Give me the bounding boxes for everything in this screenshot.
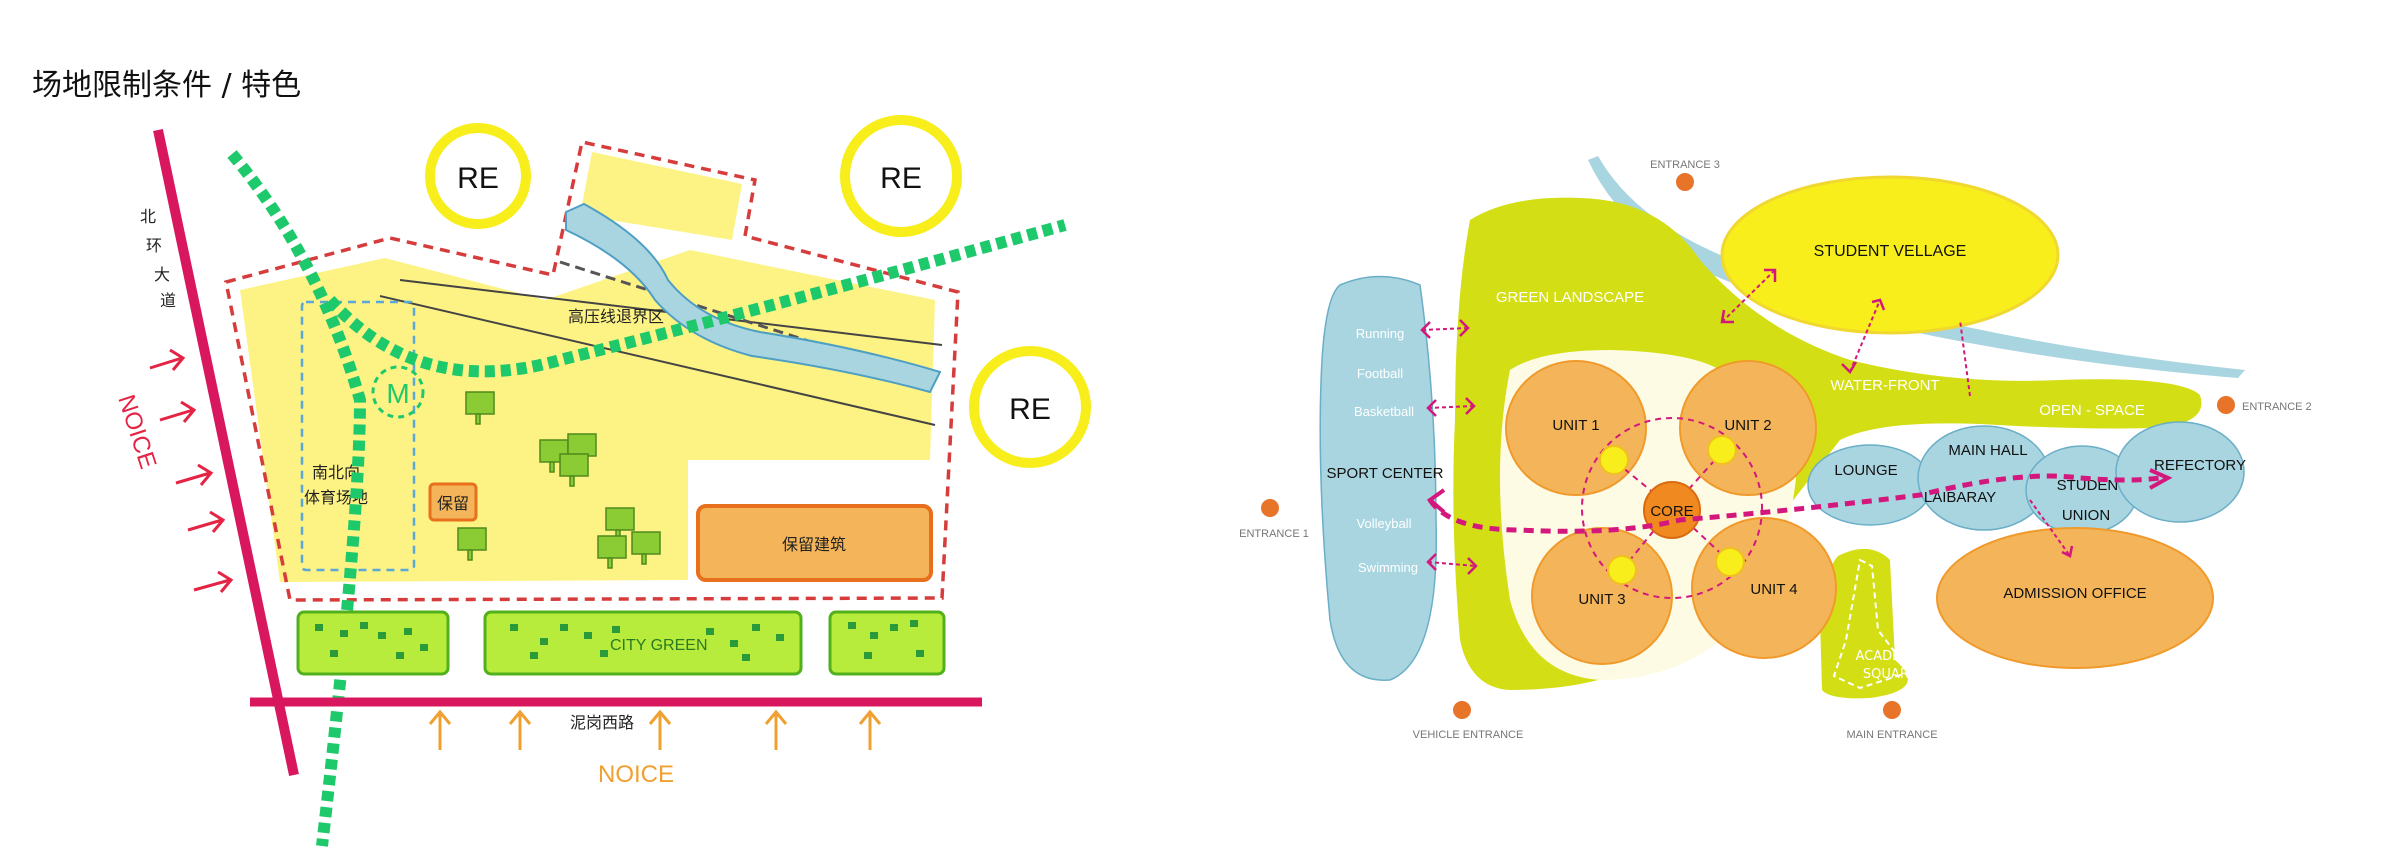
- svg-text:RE: RE: [880, 162, 922, 195]
- functional-zoning-diagram: ACADEMIC SQUARE Running Football Basketb…: [1239, 156, 2312, 741]
- academic-square-pocket: [1820, 548, 1908, 699]
- sport-center-label: SPORT CENTER: [1327, 465, 1444, 482]
- lounge-label: LOUNGE: [1834, 462, 1897, 479]
- unit-1: UNIT 1: [1505, 360, 1647, 496]
- city-green-label: CITY GREEN: [610, 637, 708, 654]
- link-arrows: [1421, 269, 2071, 567]
- svg-text:CORE: CORE: [1650, 503, 1693, 520]
- svg-text:RE: RE: [457, 162, 499, 195]
- greenway-arc: [325, 219, 1067, 378]
- preserved-building: [696, 504, 933, 582]
- road-west-char-3: 大: [154, 265, 170, 284]
- sport-football: Football: [1357, 366, 1403, 381]
- page-title: 场地限制条件 / 特色: [32, 68, 302, 103]
- sport-volleyball: Volleyball: [1357, 516, 1412, 531]
- re-circle-1: RE: [425, 123, 531, 229]
- sport-center-zone: [1319, 275, 1438, 681]
- refectory-label: REFECTORY: [2154, 457, 2246, 474]
- site-trees: [457, 391, 661, 569]
- road-west: [153, 128, 299, 777]
- entrance-3-label: ENTRANCE 3: [1650, 159, 1720, 171]
- svg-text:UNIT 3: UNIT 3: [1578, 591, 1625, 608]
- spine-arrow-left: [1426, 488, 1446, 514]
- library-label: LAIBARAY: [1924, 489, 1996, 506]
- entrance-dots: [1261, 173, 2235, 719]
- city-green-trees: [315, 620, 924, 661]
- svg-text:RE: RE: [1009, 393, 1051, 426]
- svg-text:UNIT 4: UNIT 4: [1750, 581, 1797, 598]
- road-west-char-1: 北: [140, 207, 156, 226]
- road-west-char-2: 环: [146, 236, 162, 255]
- greenway-diagonal: [227, 150, 367, 847]
- city-green-3: [828, 610, 946, 676]
- water-front-river: [1588, 156, 2245, 378]
- road-west-char-4: 道: [160, 291, 176, 310]
- main-circulation-spine: [1427, 473, 2161, 534]
- unit-nodes: [1599, 435, 1745, 585]
- re-circle-2: RE: [840, 115, 962, 237]
- sport-swimming: Swimming: [1358, 560, 1418, 575]
- noice-west-label: NOICE: [112, 392, 161, 473]
- refectory: [2115, 421, 2245, 523]
- river: [565, 202, 942, 394]
- water-front-label: WATER-FRONT: [1830, 377, 1939, 394]
- open-space-label: OPEN - SPACE: [2039, 402, 2145, 419]
- preserved-building-label: 保留建筑: [782, 535, 846, 554]
- academic-label-1: ACADEMIC: [1856, 649, 1925, 664]
- student-union-label-1: STUDENT: [2057, 477, 2128, 494]
- preserved-small: [428, 482, 478, 522]
- admission-label: ADMISSION OFFICE: [2003, 585, 2146, 602]
- hv-line-bottom: [379, 295, 936, 426]
- main-entrance-label: MAIN ENTRANCE: [1846, 729, 1937, 741]
- upper-parcel: [580, 152, 742, 240]
- road-south-label: 泥岗西路: [570, 713, 634, 732]
- entrance-2-label: ENTRANCE 2: [2242, 401, 2312, 413]
- noice-south-label: NOICE: [598, 761, 674, 788]
- green-landscape-label: GREEN LANDSCAPE: [1496, 289, 1644, 306]
- preserved-small-label: 保留: [437, 494, 469, 513]
- svg-text:UNIT 1: UNIT 1: [1552, 417, 1599, 434]
- sports-field-label-1: 南北向: [312, 463, 360, 482]
- academic-square-path: [1832, 558, 1912, 690]
- sport-basketball: Basketball: [1354, 404, 1414, 419]
- student-union-label-2: UNION: [2062, 507, 2110, 524]
- admission-office: [1936, 527, 2214, 669]
- hv-line-label: 高压线退界区: [568, 307, 664, 326]
- academic-label-2: SQUARE: [1863, 667, 1917, 682]
- unit-3: UNIT 3: [1531, 527, 1673, 665]
- student-village: [1720, 175, 2060, 335]
- re-circle-3: RE: [969, 346, 1091, 468]
- metro-circle: [371, 365, 425, 419]
- sports-field: [300, 300, 416, 572]
- core-ring: [1581, 417, 1763, 599]
- noise-arrows-south: [428, 709, 882, 750]
- student-village-label: STUDENT VELLAGE: [1814, 243, 1967, 260]
- lounge: [1807, 444, 1933, 526]
- city-green-1: [296, 610, 450, 676]
- svg-text:UNIT 2: UNIT 2: [1724, 417, 1771, 434]
- metro-label: M: [386, 378, 409, 409]
- unit-4: UNIT 4: [1691, 517, 1837, 659]
- vehicle-entrance-label: VEHICLE ENTRANCE: [1413, 729, 1524, 741]
- sport-running: Running: [1356, 326, 1404, 341]
- spine-arrow-right: [2149, 468, 2173, 490]
- unit-2: UNIT 2: [1679, 360, 1817, 496]
- link-arrow-heads: [1420, 268, 2074, 575]
- core: CORE: [1643, 481, 1701, 539]
- noise-arrows-west: [149, 348, 234, 593]
- site-constraints-diagram: 高压线退界区 南北向 体育场地 M 北 环 大 道 泥岗西路 NOICE: [112, 115, 1091, 847]
- main-hall-label: MAIN HALL: [1948, 442, 2027, 459]
- entrance-1-label: ENTRANCE 1: [1239, 528, 1309, 540]
